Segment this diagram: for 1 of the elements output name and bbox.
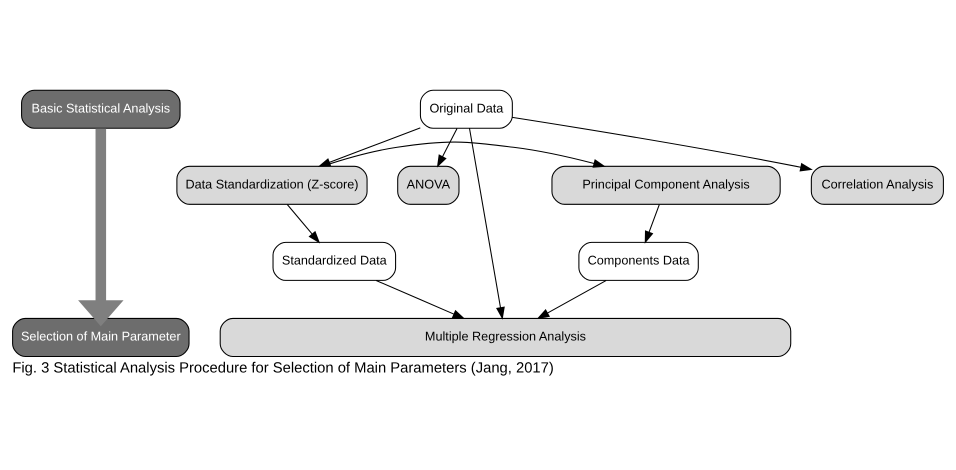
- caption: Fig. 3 Statistical Analysis Procedure for Selection of Main Parameters (Jang, 2017): [12, 360, 554, 376]
